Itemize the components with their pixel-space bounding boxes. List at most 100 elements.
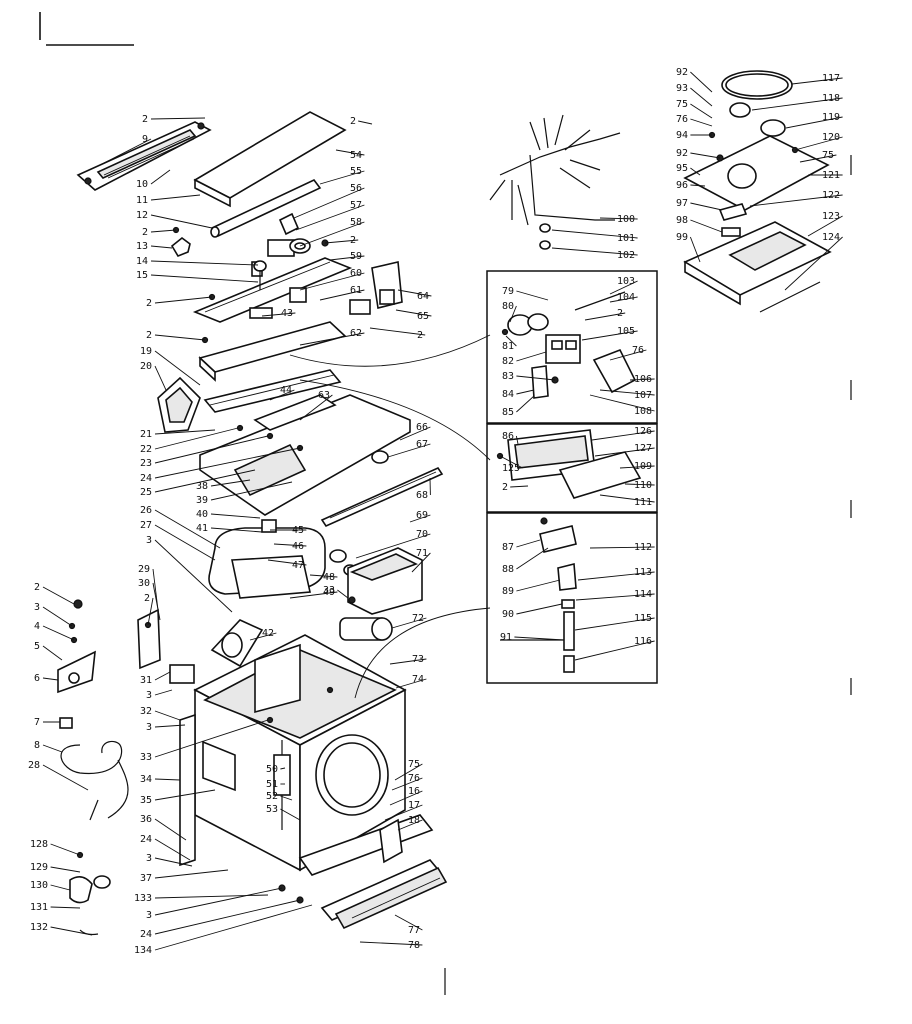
callout-number: 68 [416,490,428,501]
leader-line [389,790,423,806]
leader-line [394,914,423,931]
callout-number: 83 [502,371,514,382]
leader-line [210,479,251,487]
leader-line [516,579,561,592]
leader-line [267,559,307,566]
callout-c73: 73 [389,654,427,665]
callout-number: 33 [323,585,335,596]
callout-number: 73 [412,654,424,665]
callout-number: 88 [502,564,514,575]
page-marks [39,12,852,995]
callout-c42: 42 [249,628,277,641]
leader-line [280,808,301,821]
leader-line [609,280,638,295]
callout-number: 69 [416,510,428,521]
callout-number: 34 [140,774,152,785]
callout-number: 108 [634,406,652,417]
callout-number: 111 [634,497,652,508]
leader-line [154,671,171,681]
callout-number: 107 [634,390,652,401]
callout-c75a: 75 [394,759,423,781]
callout-c92a: 92 [676,67,713,93]
leader-line [335,149,365,156]
leader-line [369,327,426,336]
foot-parts [57,599,96,694]
callout-number: 132 [30,922,48,933]
callout-c56: 56 [293,183,365,219]
callout-number: 74 [412,674,424,685]
callout-number: 92 [676,148,688,159]
leader-line [154,778,181,781]
leader-line [589,546,655,549]
callout-c75c: 75 [799,150,837,163]
leader-line [299,272,365,291]
callout-c41: 41 [196,523,263,534]
leader-line [690,184,706,187]
console-bracket-64 [349,261,403,315]
callout-number: 7 [34,717,40,728]
leader-line [409,514,431,523]
callout-number: 75 [822,150,834,161]
callout-number: 18 [408,815,420,826]
callout-number: 41 [196,523,208,534]
leader-line [154,887,283,916]
callout-c77: 77 [394,914,423,936]
leader-line [574,617,655,631]
wire-harness-100 [489,114,621,226]
callout-c22: 22 [140,427,239,455]
callout-c2e: 2 [350,116,373,127]
leader-line [609,296,638,303]
power-cord [59,717,129,821]
callout-c54: 54 [335,149,365,161]
callout-c2h: 2 [34,582,75,605]
leader-line [261,312,296,317]
callout-number: 42 [262,628,274,639]
callout-c18: 18 [397,815,423,831]
callout-c74: 74 [395,674,427,689]
leader-line [210,527,263,533]
leader-line [516,395,535,413]
callout-number: 128 [30,839,48,850]
leader-line [154,296,213,304]
callout-c93: 93 [676,83,713,107]
leader-line [154,904,313,951]
callout-number: 101 [617,233,635,244]
leader-line [574,640,655,661]
inset-box-switch [486,423,658,513]
callout-c37: 37 [140,869,229,884]
callout-number: 24 [140,929,152,940]
callout-c64: 64 [397,289,432,302]
callout-number: 110 [634,480,652,491]
callout-c25: 25 [140,469,256,498]
callout-number: 32 [140,706,152,717]
leader-line [355,533,431,559]
leader-line [791,77,843,85]
callout-number: 16 [408,786,420,797]
callout-number: 13 [136,241,148,252]
callout-c130: 130 [30,880,71,891]
callout-c45: 45 [270,525,307,536]
knob-14 [253,260,267,290]
callout-c33b: 33 [140,719,269,763]
leader-line [358,120,373,125]
callout-number: 95 [676,163,688,174]
leader-line [516,351,547,362]
clip-13 [170,226,191,257]
leader-line [359,941,423,946]
switch-inset-parts [496,429,642,499]
callout-c24c: 24 [140,899,301,940]
hose-assy-130 [69,851,111,936]
callout-number: 27 [140,520,152,531]
leader-line [391,617,427,629]
leader-line [690,167,701,176]
callout-number: 76 [632,345,644,356]
callout-number: 100 [617,214,635,225]
callout-number: 123 [822,211,840,222]
callout-number: 30 [138,578,150,589]
callout-c95: 95 [676,163,701,176]
callout-number: 85 [502,407,514,418]
callout-c125: 125 [499,455,523,474]
callout-number: 57 [350,200,362,211]
callout-number: 91 [500,632,512,643]
valve-inset-parts [500,517,577,673]
